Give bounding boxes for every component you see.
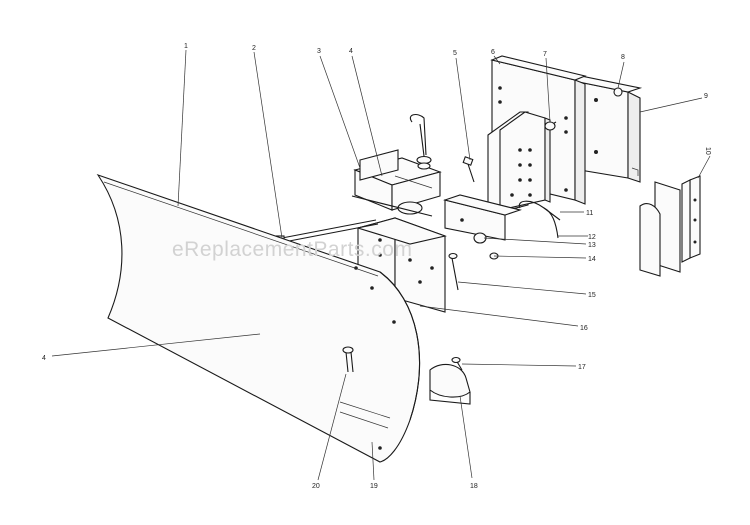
frame-16	[356, 194, 522, 313]
callout-18: 18	[470, 483, 478, 490]
callout-8: 8	[621, 54, 625, 61]
callout-7: 7	[543, 51, 547, 58]
clamp-bracket-3	[351, 149, 442, 217]
callout-4: 4	[349, 48, 353, 55]
callout-10: 10	[704, 147, 711, 155]
extension-plates	[639, 181, 681, 277]
callout-17: 17	[578, 364, 586, 371]
callout-9: 9	[704, 93, 708, 100]
callout-16: 16	[580, 325, 588, 332]
plow-blade-1	[96, 173, 421, 463]
callout-11: 11	[586, 210, 593, 217]
callout-leaders	[51, 49, 711, 481]
callout-15: 15	[588, 292, 596, 299]
callout-20: 20	[312, 483, 320, 490]
callout-1: 1	[184, 43, 188, 50]
callout-6: 6	[491, 49, 495, 56]
angle-bracket-10	[681, 175, 701, 263]
callout-13: 13	[588, 242, 596, 249]
skid-shoe	[429, 356, 471, 405]
hitch-bracket	[487, 111, 551, 216]
watermark-text: eReplacementParts.com	[172, 238, 412, 261]
callout-labels: 1 2 3 4 5 6 7 8 9 10 11 12 13 14 15 16 1…	[42, 43, 711, 490]
callout-14: 14	[588, 256, 596, 263]
callout-3: 3	[317, 48, 321, 55]
callout-2: 2	[252, 45, 256, 52]
callout-4-left: 4	[42, 355, 46, 362]
callout-5: 5	[453, 50, 457, 57]
bolt-20	[342, 346, 354, 373]
callout-19: 19	[370, 483, 378, 490]
callout-12: 12	[588, 234, 596, 241]
